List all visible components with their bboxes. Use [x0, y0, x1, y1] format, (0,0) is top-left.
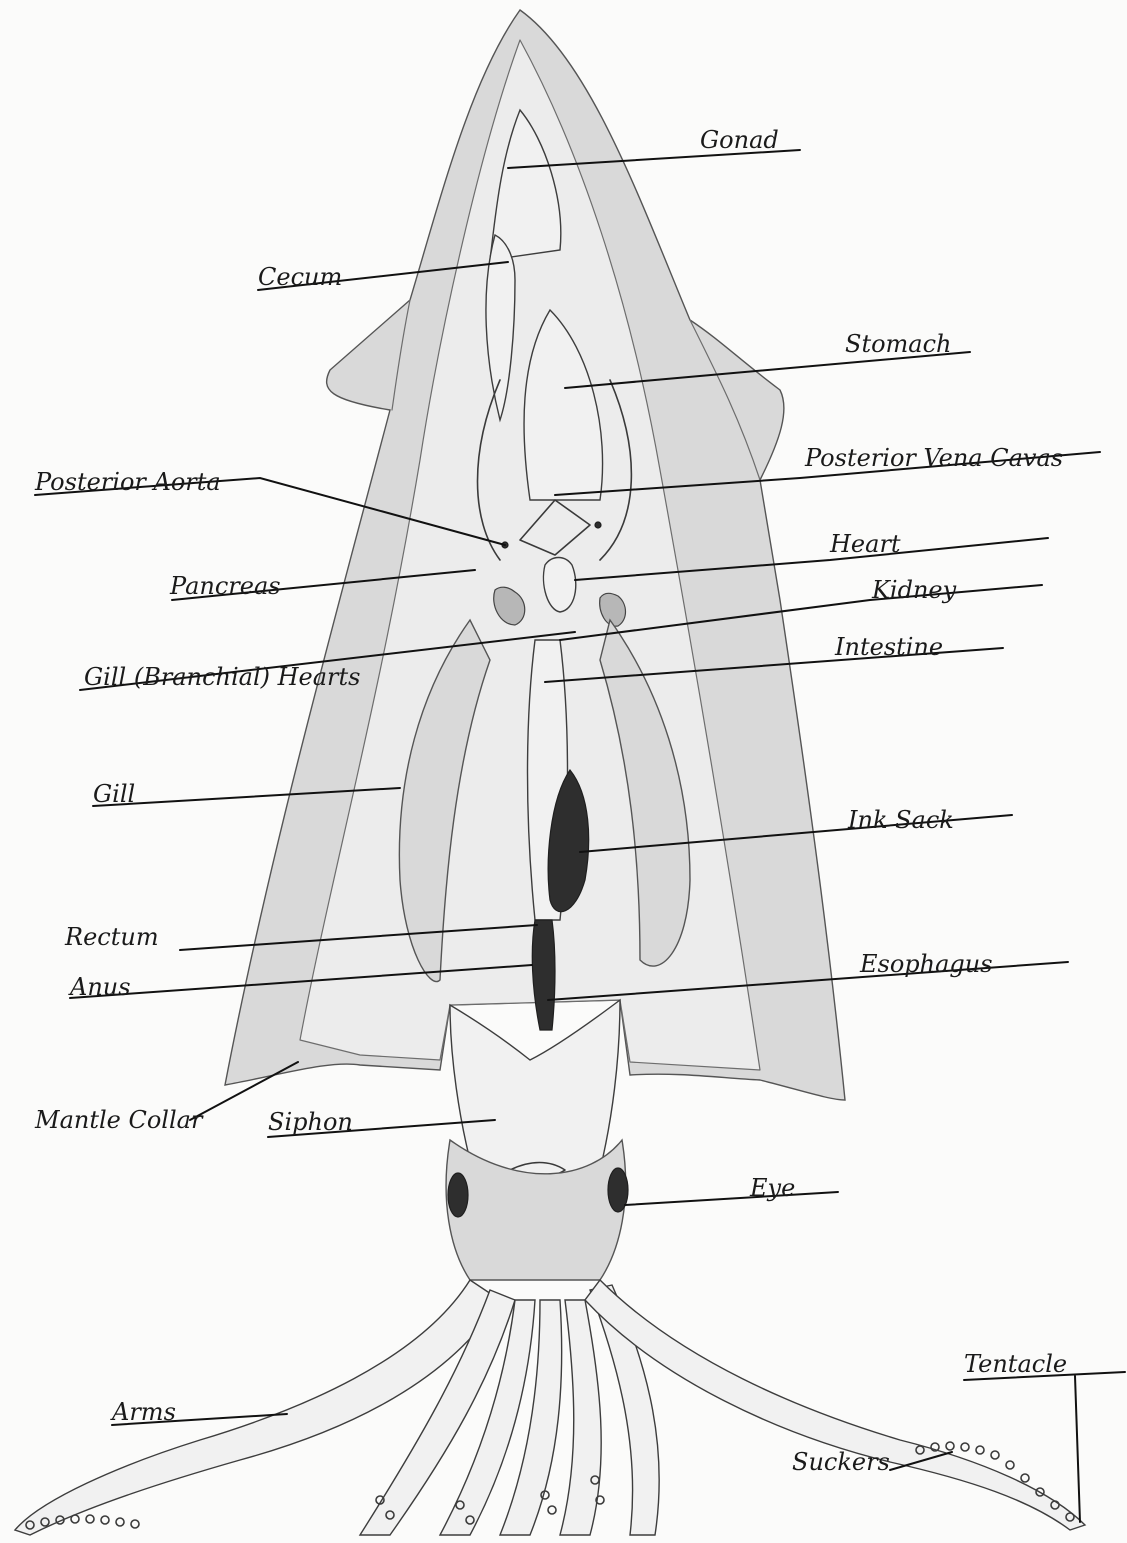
- vena-cava-point: [595, 522, 601, 528]
- label-eye: Eye: [749, 1174, 795, 1202]
- eye-left: [448, 1173, 468, 1217]
- label-siphon: Siphon: [268, 1108, 353, 1136]
- label-anus: Anus: [68, 973, 131, 1001]
- label-stomach: Stomach: [845, 330, 952, 358]
- label-heart: Heart: [829, 530, 901, 558]
- label-ink-sack: Ink Sack: [847, 806, 954, 834]
- label-posterior-aorta: Posterior Aorta: [34, 468, 221, 496]
- label-posterior-vena-cavas: Posterior Vena Cavas: [804, 444, 1063, 472]
- label-rectum: Rectum: [64, 923, 159, 951]
- label-intestine: Intestine: [834, 633, 943, 661]
- label-suckers: Suckers: [792, 1448, 890, 1476]
- label-pancreas: Pancreas: [169, 572, 281, 600]
- label-cecum: Cecum: [258, 263, 342, 291]
- label-gill: Gill: [93, 780, 135, 808]
- label-gonad: Gonad: [700, 126, 779, 154]
- label-gill-hearts: Gill (Branchial) Hearts: [84, 663, 361, 691]
- label-esophagus: Esophagus: [859, 950, 993, 978]
- label-tentacle: Tentacle: [964, 1350, 1067, 1378]
- label-arms: Arms: [110, 1398, 176, 1426]
- label-mantle-collar: Mantle Collar: [34, 1106, 204, 1134]
- label-kidney: Kidney: [871, 576, 957, 604]
